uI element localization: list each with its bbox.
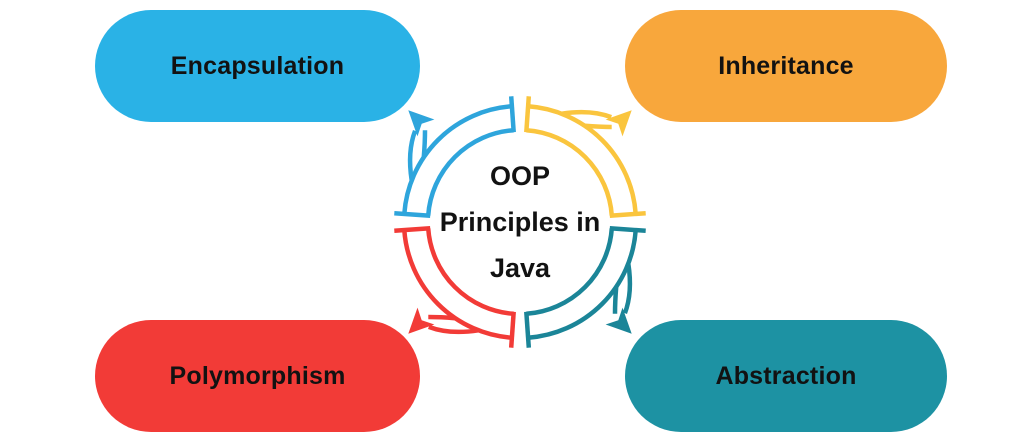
center-title-line1: OOP	[489, 161, 550, 191]
abstraction-arrow-segment	[524, 226, 646, 348]
encapsulation-arrow-segment	[394, 96, 516, 218]
inheritance-arrow-line	[524, 96, 532, 133]
polymorphism-arrow-line	[508, 311, 516, 348]
abstraction-arrow-line	[609, 226, 646, 234]
encapsulation-arrowhead-icon	[408, 110, 435, 137]
inheritance-arrowhead-icon	[605, 110, 632, 137]
encapsulation-arrow-line	[394, 210, 431, 218]
center-title: OOP Principles in Java	[410, 153, 630, 291]
polymorphism-arrow-line	[425, 228, 514, 317]
inheritance-pill: Inheritance	[625, 10, 947, 122]
inheritance-arrow-line	[609, 210, 646, 218]
abstraction-arrow-line	[527, 229, 638, 340]
cycle-arrows-icon	[394, 96, 646, 348]
inheritance-arrow-line	[561, 109, 613, 120]
abstraction-arrow-line	[612, 286, 619, 314]
inheritance-arrow-line	[527, 104, 638, 215]
polymorphism-pill: Polymorphism	[95, 320, 420, 432]
center-title-line2: Principles in	[439, 207, 601, 237]
polymorphism-arrow-line	[394, 226, 431, 234]
encapsulation-arrow-line	[425, 127, 514, 216]
polymorphism-arrow-line	[428, 314, 456, 321]
abstraction-arrow-line	[622, 263, 633, 315]
polymorphism-arrow-line	[402, 229, 513, 340]
center-title-line3: Java	[489, 253, 551, 283]
encapsulation-label: Encapsulation	[170, 51, 345, 80]
abstraction-pill: Abstraction	[625, 320, 947, 432]
abstraction-arrow-line	[524, 311, 532, 348]
polymorphism-arrow-line	[427, 324, 479, 335]
encapsulation-arrow-line	[508, 96, 516, 133]
polymorphism-arrowhead-icon	[408, 307, 435, 334]
encapsulation-arrow-line	[421, 130, 428, 158]
abstraction-arrowhead-icon	[605, 307, 632, 334]
polymorphism-label: Polymorphism	[169, 361, 346, 390]
inheritance-arrow-line	[526, 127, 615, 216]
encapsulation-pill: Encapsulation	[95, 10, 420, 122]
inheritance-arrow-line	[584, 123, 612, 130]
inheritance-arrow-segment	[524, 96, 646, 218]
polymorphism-arrow-segment	[394, 226, 516, 348]
encapsulation-arrow-line	[407, 129, 418, 181]
encapsulation-arrow-line	[402, 104, 513, 215]
abstraction-label: Abstraction	[715, 361, 857, 390]
inheritance-label: Inheritance	[718, 51, 854, 80]
abstraction-arrow-line	[526, 228, 615, 317]
